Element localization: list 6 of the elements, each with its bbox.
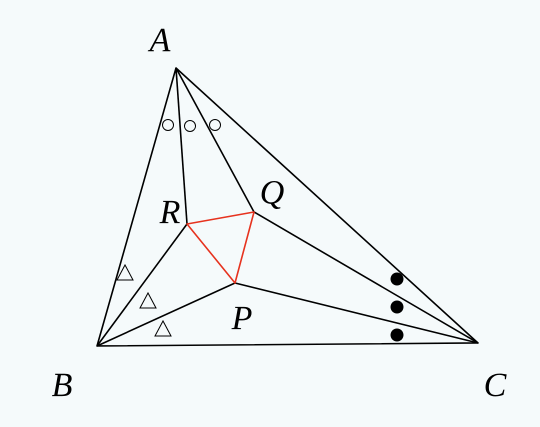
point-label: Q <box>262 180 284 209</box>
point-label: C <box>486 374 507 396</box>
point-label: B <box>52 374 72 396</box>
point-label: R <box>159 200 180 224</box>
point-label: P <box>231 306 252 330</box>
point-label: A <box>148 28 170 52</box>
